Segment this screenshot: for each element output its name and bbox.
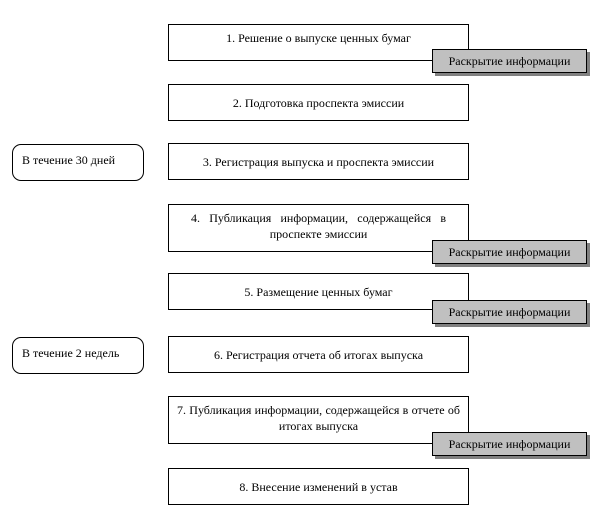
period-30-days-label: В течение 30 дней <box>22 153 116 167</box>
step-4-label: 4. Публикация информации, содержащейся в… <box>191 211 446 241</box>
disclosure-label: Раскрытие информации <box>448 305 571 319</box>
step-7-label: 7. Публикация информации, содержащейся в… <box>177 403 460 433</box>
step-7-report-publication: 7. Публикация информации, содержащейся в… <box>168 396 469 444</box>
period-2-weeks-label: В течение 2 недель <box>22 346 120 360</box>
step-3-label: 3. Регистрация выпуска и проспекта эмисс… <box>202 154 435 169</box>
disclosure-box-1: Раскрытие информации <box>432 49 587 73</box>
step-6-report-registration: 6. Регистрация отчета об итогах выпуска <box>168 336 469 373</box>
disclosure-label: Раскрытие информации <box>448 54 571 68</box>
disclosure-label: Раскрытие информации <box>448 245 571 259</box>
step-4-prospectus-publication: 4. Публикация информации, содержащейся в… <box>168 204 469 252</box>
step-1-label: 1. Решение о выпуске ценных бумаг <box>226 31 411 45</box>
step-2-prospectus-preparation: 2. Подготовка проспекта эмиссии <box>168 84 469 121</box>
step-2-label: 2. Подготовка проспекта эмиссии <box>232 95 405 110</box>
disclosure-label: Раскрытие информации <box>448 437 571 451</box>
step-5-securities-placement: 5. Размещение ценных бумаг <box>168 273 469 310</box>
step-5-label: 5. Размещение ценных бумаг <box>244 284 393 299</box>
step-8-label: 8. Внесение изменений в устав <box>239 479 398 494</box>
step-6-label: 6. Регистрация отчета об итогах выпуска <box>213 347 424 362</box>
step-8-charter-amendment: 8. Внесение изменений в устав <box>168 468 469 505</box>
step-3-issue-registration: 3. Регистрация выпуска и проспекта эмисс… <box>168 143 469 180</box>
period-2-weeks: В течение 2 недель <box>12 337 144 374</box>
period-30-days: В течение 30 дней <box>12 144 144 181</box>
step-1-securities-issue-decision: 1. Решение о выпуске ценных бумаг <box>168 24 469 61</box>
disclosure-box-5: Раскрытие информации <box>432 300 587 324</box>
disclosure-box-4: Раскрытие информации <box>432 240 587 264</box>
disclosure-box-7: Раскрытие информации <box>432 432 587 456</box>
